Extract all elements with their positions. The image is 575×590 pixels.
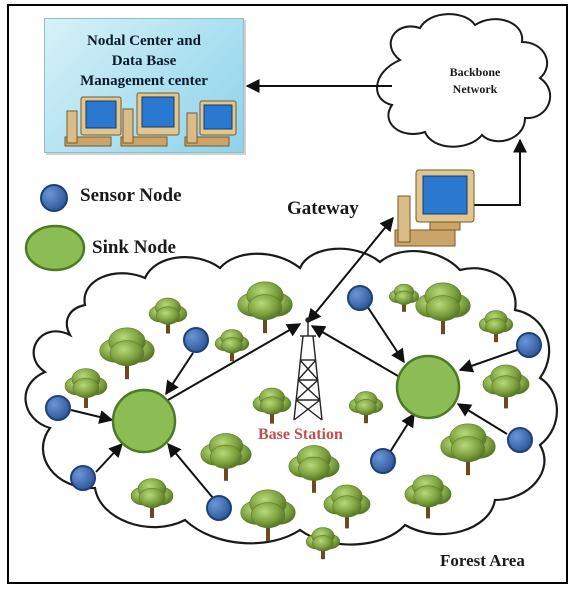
tree-icon [415,282,471,335]
link-sink-right-to-base [310,325,399,377]
forest-cloud [24,247,558,546]
tree-icon [130,478,174,518]
nodal-center-title: Nodal Center and Data Base Management ce… [45,31,243,91]
tree-icon [323,484,371,529]
backbone-label: Backbone Network [430,64,520,98]
link-s4 [167,442,214,499]
sensor-node [70,465,96,491]
sensor-node [516,332,542,358]
link-s5 [366,305,405,364]
tree-icon [348,391,384,424]
legend-sink-label: Sink Node [92,237,176,258]
link-gateway-to-backbone [470,138,527,206]
legend-sensor-icon [40,184,68,212]
tree-icon [200,433,252,481]
nodal-center-computers [64,92,237,147]
backbone-cloud [376,13,552,148]
nodal-center-box: Nodal Center and Data Base Management ce… [44,18,244,153]
legend-sensor-label: Sensor Node [80,185,182,206]
tree-icon [288,445,340,493]
tree-icon [404,474,452,519]
link-s7 [456,403,508,435]
tree-icon [214,329,250,362]
link-s6 [458,349,518,373]
tree-icon [482,364,530,409]
backbone-line2: Network [452,82,498,96]
computer-icon [120,92,180,147]
gateway-label: Gateway [287,198,359,219]
tree-icon [99,327,155,380]
link-gateway-base [307,216,394,324]
backbone-line1: Backbone [449,65,501,79]
nodal-center-line1: Nodal Center and [87,33,201,49]
sensor-node [206,495,232,521]
tree-icon [305,527,341,560]
tree-icon [148,297,188,334]
link-s1 [165,352,194,396]
link-s8 [389,412,415,453]
tree-icon [252,387,292,424]
computer-icon [184,100,237,147]
base-station-label: Base Station [258,426,343,443]
sink-node-left [111,388,177,454]
sensor-node [45,395,71,421]
legend-sink-icon [24,224,86,272]
sink-node-right [395,354,461,420]
tree-icon [440,423,496,476]
tree-icon [240,489,296,542]
nodal-center-line2: Data Base [111,53,177,69]
computer-icon [64,96,122,147]
tree-icon [478,310,514,343]
sensor-node [183,327,209,353]
gateway-computer-icon [394,169,475,247]
tree-icon [64,368,108,408]
sensor-node [347,285,373,311]
link-sink-left-to-base [167,323,302,401]
tree-icon [237,281,293,334]
sensor-node [507,427,533,453]
base-station-tower-icon [293,317,323,421]
diagram-border [7,4,568,584]
forest-area-label: Forest Area [440,551,525,570]
link-s3 [95,442,123,473]
sensor-nodes-group [45,285,542,521]
nodal-center-line3: Management center [80,73,208,89]
trees-group [64,281,530,560]
sensor-node [370,448,396,474]
link-s2 [70,409,114,424]
